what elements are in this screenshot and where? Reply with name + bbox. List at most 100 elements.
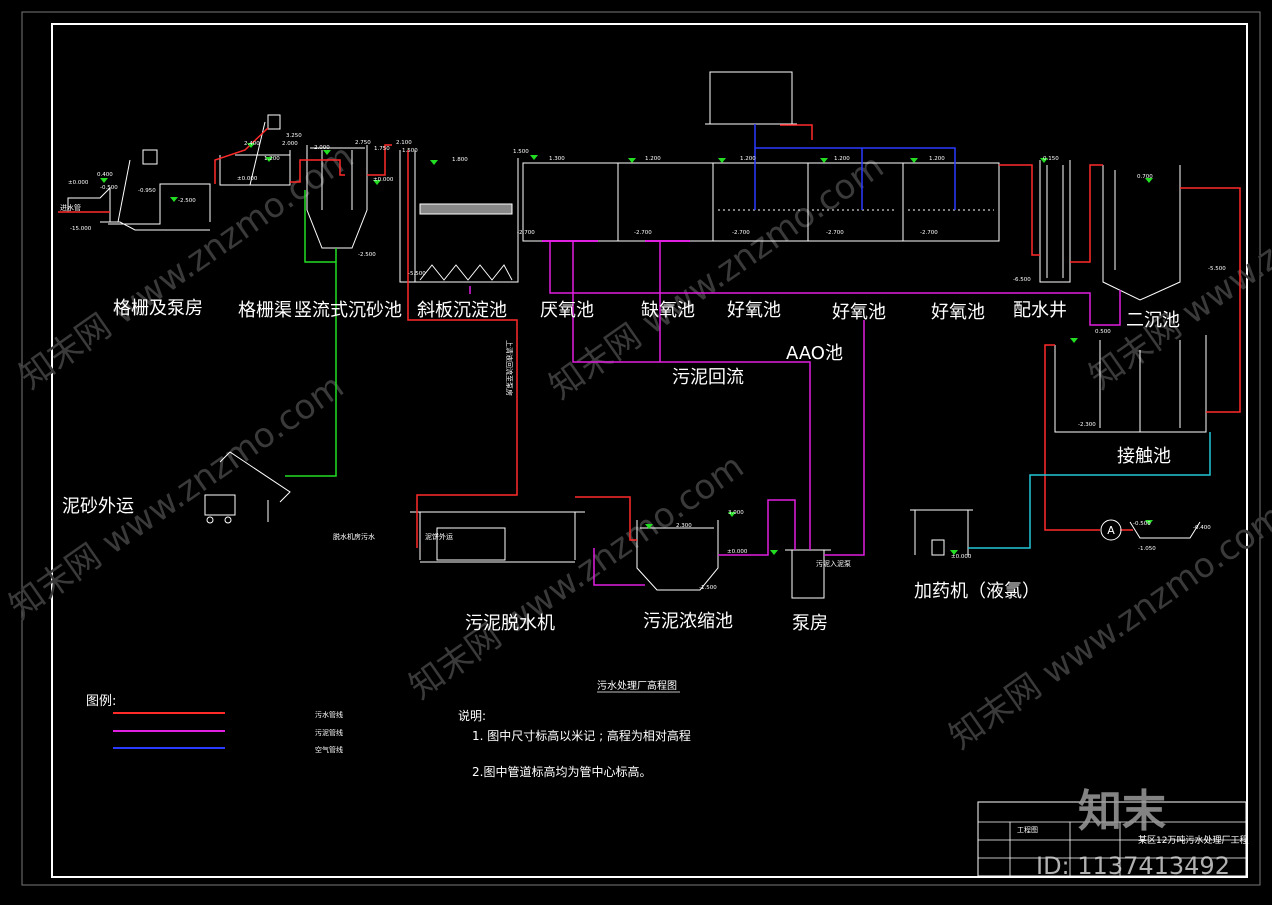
outer-frame [21, 11, 1261, 886]
title-block-project: 某区12万吨污水处理厂工程 [1138, 834, 1248, 846]
unit-labels: 格栅及泵房 格栅渠 竖流式沉砂池 斜板沉淀池 厌氧池 缺氧池 好氧池 好氧池 好… [62, 298, 1180, 634]
label-dosing: 加药机（液氯） [914, 581, 1040, 602]
label-aerobic-1: 好氧池 [727, 300, 781, 321]
elev: 2.300 [676, 523, 692, 529]
elev: 0.150 [1043, 156, 1059, 162]
legend-heading: 图例: [86, 694, 116, 709]
elev: 0.500 [1095, 329, 1111, 335]
elev: 2.400 [244, 141, 260, 147]
elev: 2.750 [355, 140, 371, 146]
elev: 1.500 [402, 148, 418, 154]
outfall-channel [1129, 521, 1201, 539]
elev: -6.500 [1013, 277, 1031, 283]
elev: -2.500 [178, 198, 196, 204]
elev: -2.500 [358, 252, 376, 258]
pipe-labels: 脱水机房污水 泥饼外运 污泥入泥泵 进水管 上清液回流至泵房 [60, 203, 851, 568]
distribution-well [1039, 160, 1071, 283]
elev: ±0.000 [68, 180, 89, 186]
grille-bar [117, 159, 131, 223]
label-aerobic-2: 好氧池 [832, 302, 886, 323]
elev: 1.200 [264, 156, 280, 162]
elev: ±0.000 [727, 549, 748, 555]
elev: -2.700 [634, 230, 652, 236]
elev: 0.700 [1137, 174, 1153, 180]
elev: 3.000 [728, 510, 744, 516]
label-inlet-pipe: 进水管 [60, 203, 81, 212]
label-grille-pump: 格栅及泵房 [113, 298, 203, 319]
elev: 3.250 [286, 133, 302, 139]
sludge-pipes [469, 240, 1121, 586]
elev: -2.700 [517, 230, 535, 236]
label-grit-out: 泥砂外运 [62, 496, 134, 517]
elev: 1.500 [513, 149, 529, 155]
elev: -2.300 [1078, 422, 1096, 428]
pump-well [108, 183, 211, 225]
air-pipes [754, 124, 956, 210]
thickener [636, 520, 719, 591]
watermark-id: ID: 1137413492 [1036, 852, 1230, 880]
brand-watermark: 知末 ID: 1137413492 [1036, 786, 1230, 880]
secondary-clarifier [1102, 165, 1181, 301]
label-aerobic-3: 好氧池 [931, 302, 985, 323]
grit-chamber [306, 145, 368, 249]
elev: -0.400 [1193, 525, 1211, 531]
label-aao: AAO池 [786, 343, 843, 364]
notes-heading: 说明: [458, 708, 486, 723]
elev: -15.000 [70, 226, 92, 232]
label-distribution-well: 配水井 [1013, 300, 1067, 321]
elev: ±0.000 [373, 177, 394, 183]
label-cake-out: 泥饼外运 [425, 532, 453, 541]
sewage-pipes [58, 124, 1241, 548]
grit-classifier [219, 451, 291, 503]
elev: 0.400 [97, 172, 113, 178]
elev: 1.200 [645, 156, 661, 162]
label-pump-house: 泵房 [792, 613, 828, 634]
elevation-labels: 0.400 ±0.000 -0.500 -0.950 -2.500 -15.00… [68, 133, 1226, 591]
grit-truck [204, 494, 236, 516]
elev: -0.500 [1133, 521, 1151, 527]
label-sludge-in: 污泥入泥泵 [816, 560, 851, 568]
label-anoxic: 缺氧池 [641, 300, 695, 321]
elev: -0.500 [100, 185, 118, 191]
label-anaerobic: 厌氧池 [540, 300, 594, 321]
notes: 说明: 1. 图中尺寸标高以米记 ; 高程为相对高程 2.图中管道标高均为管中心… [458, 708, 691, 779]
elev: ±0.000 [951, 554, 972, 560]
elev: 2.000 [282, 141, 298, 147]
label-sludge-return: 污泥回流 [672, 367, 744, 388]
level-markers [100, 143, 1153, 555]
dosing-pipe [968, 432, 1211, 549]
label-dewatering: 污泥脱水机 [465, 613, 555, 634]
brand-logo-text: 知末 [1078, 786, 1166, 837]
inclined-plates [419, 203, 513, 215]
structures [67, 71, 1207, 599]
legend-label-air: 空气管线 [315, 745, 343, 754]
label-inclined-settler: 斜板沉淀池 [417, 300, 507, 321]
elev: -0.950 [138, 188, 156, 194]
elev: -5.500 [408, 271, 426, 277]
elev: 1.200 [929, 156, 945, 162]
elev: -5.500 [1208, 266, 1226, 272]
elev: -1.050 [1138, 546, 1156, 552]
elev: 2.000 [314, 145, 330, 151]
elev: 1.750 [374, 146, 390, 152]
sludge-return-line [572, 241, 811, 550]
legend-label-sludge: 污泥管线 [315, 728, 343, 737]
elev: 1.800 [452, 157, 468, 163]
elev: -2.700 [732, 230, 750, 236]
elev: 1.300 [549, 156, 565, 162]
elev: -2.700 [920, 230, 938, 236]
elev: 2.100 [396, 140, 412, 146]
title-block: 工程图 某区12万吨污水处理厂工程 [977, 801, 1248, 877]
grit-pipes [285, 190, 337, 477]
grille-pump-wall [67, 186, 111, 222]
inclined-settler [399, 150, 519, 283]
label-grille-channel: 格栅渠 [238, 300, 292, 321]
grille-channel [219, 150, 291, 186]
elev: 1.200 [834, 156, 850, 162]
legend: 图例: 污水管线 污泥管线 空气管线 [86, 694, 343, 754]
pump-symbol: A [1100, 519, 1122, 541]
elev: 1.200 [740, 156, 756, 162]
pump-floor [100, 221, 210, 231]
